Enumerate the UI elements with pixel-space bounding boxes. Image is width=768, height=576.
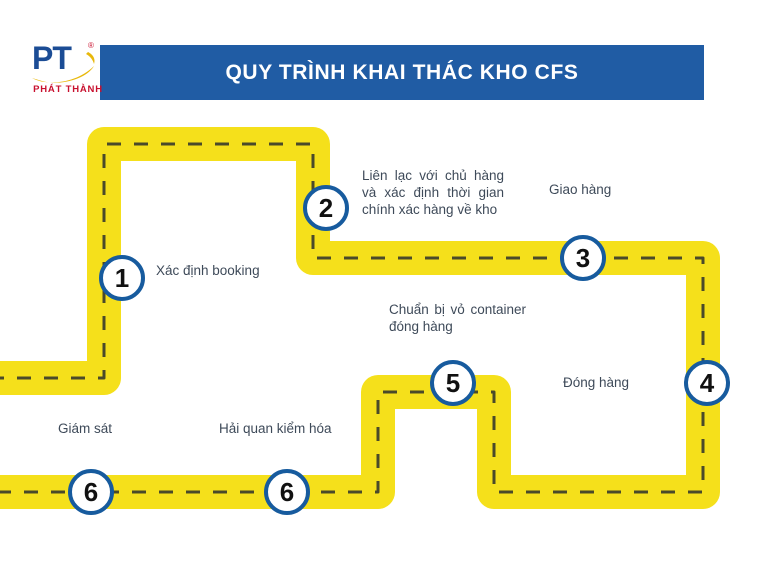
step-label-4: Đóng hàng	[563, 375, 630, 390]
step-marker-2[interactable]: 2	[303, 185, 349, 231]
step-label-6-supervision: Giám sát	[58, 421, 113, 436]
step-marker-6-supervision[interactable]: 6	[68, 469, 114, 515]
step-marker-6-customs[interactable]: 6	[264, 469, 310, 515]
step-label-5: Chuẩn bị vỏ container đóng hàng	[389, 302, 526, 334]
step-label-2: Liên lạc với chủ hàng và xác định thời g…	[362, 168, 504, 217]
brand-logo: PT ® PHÁT THÀNH	[28, 40, 108, 102]
step-label-1: Xác định booking	[156, 263, 260, 278]
page-title: QUY TRÌNH KHAI THÁC KHO CFS	[225, 61, 579, 84]
step-label-3: Giao hàng	[549, 182, 612, 197]
step-label-6-customs: Hải quan kiểm hóa	[219, 421, 332, 436]
step-marker-5[interactable]: 5	[430, 360, 476, 406]
header-band	[100, 45, 704, 100]
logo-wordmark: PT	[32, 40, 72, 76]
registered-trademark-icon: ®	[88, 41, 94, 50]
step-marker-3[interactable]: 3	[560, 235, 606, 281]
step-marker-1[interactable]: 1	[99, 255, 145, 301]
step-marker-4[interactable]: 4	[684, 360, 730, 406]
logo-swoosh-icon	[32, 52, 95, 83]
logo-company-name: PHÁT THÀNH	[33, 84, 103, 95]
